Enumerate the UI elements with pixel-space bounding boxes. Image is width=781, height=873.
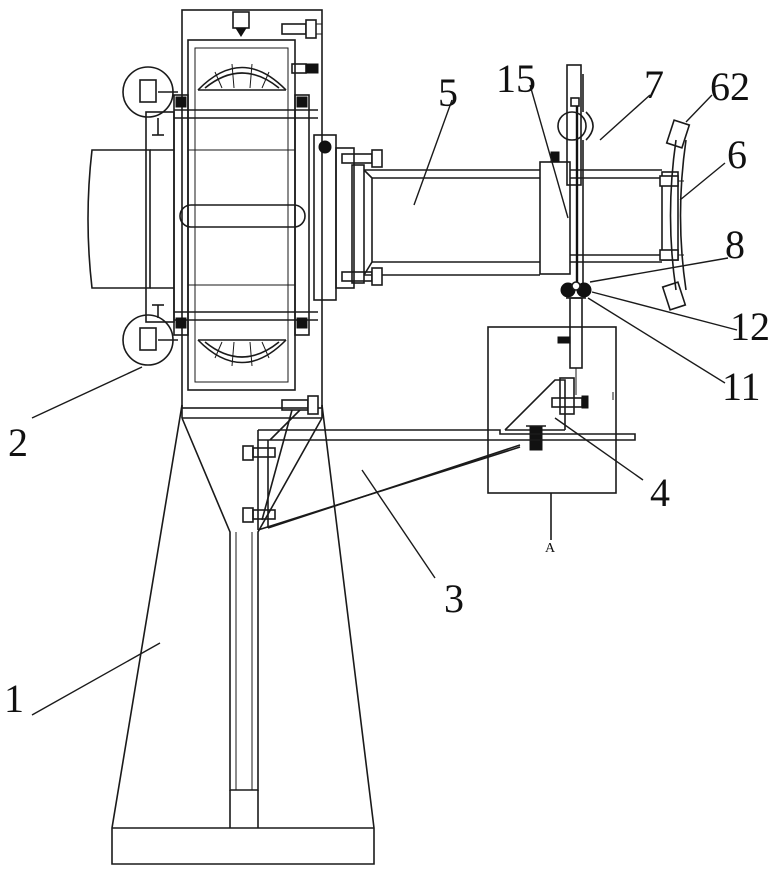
- leader-7: [600, 95, 650, 140]
- leader-1: [32, 643, 160, 715]
- support-arm: [243, 410, 635, 530]
- label-7: 7: [644, 62, 664, 107]
- label-15: 15: [496, 56, 536, 101]
- leader-11: [588, 298, 725, 383]
- label-11: 11: [722, 364, 761, 409]
- label-2: 2: [8, 420, 28, 465]
- leader-lines: [32, 85, 737, 715]
- leader-5: [414, 100, 452, 205]
- end-plate: [660, 120, 689, 310]
- label-1: 1: [4, 676, 24, 721]
- main-shaft: [88, 112, 174, 322]
- arm-beam: [342, 150, 662, 285]
- label-4: 4: [650, 470, 670, 515]
- label-5: 5: [438, 70, 458, 115]
- pedestal-frame: [112, 405, 374, 864]
- label-6: 6: [727, 132, 747, 177]
- leader-2: [32, 367, 142, 418]
- label-3: 3: [444, 576, 464, 621]
- leader-4: [555, 418, 643, 480]
- label-62: 62: [710, 64, 750, 109]
- leader-15: [530, 85, 568, 218]
- leader-62: [686, 95, 712, 122]
- section-mark: A: [545, 541, 556, 556]
- label-8: 8: [725, 222, 745, 267]
- callout-labels: 1 2 3 4 5 6 7 8 11 12 15 62 A: [4, 56, 770, 721]
- leader-6: [680, 163, 725, 200]
- bearing-housing: [174, 10, 354, 408]
- label-12: 12: [730, 304, 770, 349]
- leader-12: [592, 292, 737, 330]
